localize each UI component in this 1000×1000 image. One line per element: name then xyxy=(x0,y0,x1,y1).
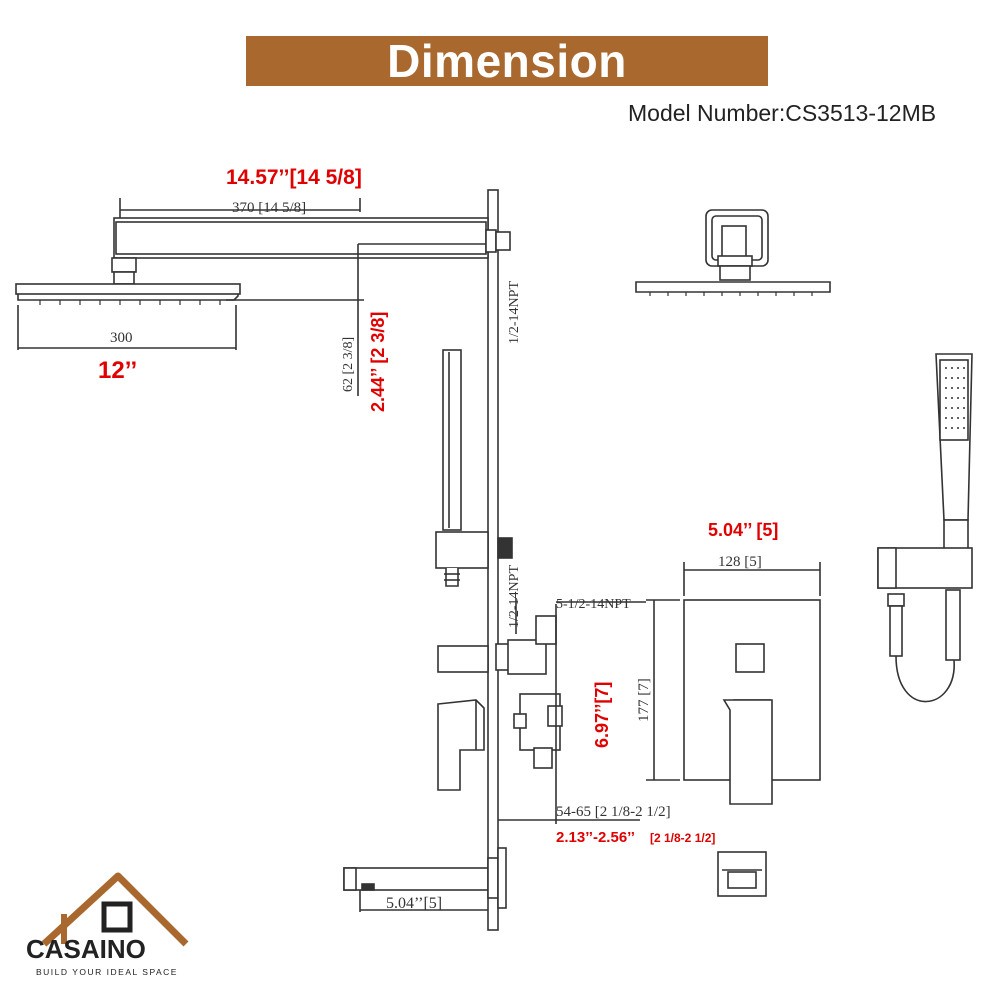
drop-mm: 62 [2 3/8] xyxy=(341,337,356,392)
valve-lower-thread: 1/2-14NPT xyxy=(507,565,522,628)
spout-length-inches: 5.04’’[5] xyxy=(386,895,442,912)
head-width-inches: 12’’ xyxy=(98,357,137,384)
shower-head-side-view xyxy=(15,198,511,396)
arm-inlet-thread: 1/2-14NPT xyxy=(507,281,522,344)
plate-width-inches: 5.04’’ [5] xyxy=(708,520,778,540)
handshower-side-view xyxy=(435,349,513,587)
arm-length-mm: 370 [14 5/8] xyxy=(232,200,306,216)
valve-outlet-thread: 5-1/2-14NPT xyxy=(556,597,631,612)
plate-height-mm: 177 [7] xyxy=(636,678,652,722)
handshower-nozzle-dots xyxy=(945,367,965,429)
wall-depth-fraction: [2 1/8-2 1/2] xyxy=(650,831,715,845)
title-banner: Dimension xyxy=(246,35,768,87)
wall-depth-mm: 54-65 [2 1/8-2 1/2] xyxy=(556,804,671,820)
arm-length-inches: 14.57’’[14 5/8] xyxy=(226,166,362,189)
valve-side-view xyxy=(437,598,646,824)
plate-height-inches: 6.97’’[7] xyxy=(592,682,612,748)
brand-tagline: BUILD YOUR IDEAL SPACE xyxy=(36,967,178,977)
brand-name: CASAINO xyxy=(26,934,146,964)
drop-inches: 2.44’’ [2 3/8] xyxy=(368,312,388,412)
wall-depth-inches: 2.13’’-2.56’’ xyxy=(556,829,635,846)
page-title: Dimension xyxy=(387,35,627,87)
handshower-front-view xyxy=(877,353,973,703)
brand-logo: CASAINO BUILD YOUR IDEAL SPACE xyxy=(26,872,189,977)
tub-spout-front-view xyxy=(717,851,767,897)
shower-head-front-view xyxy=(635,209,831,296)
trim-plate-front-view xyxy=(646,562,821,805)
wall xyxy=(487,189,499,931)
tub-spout-side-view xyxy=(343,847,507,912)
model-number: Model Number:CS3513-12MB xyxy=(628,100,937,126)
plate-width-mm: 128 [5] xyxy=(718,554,762,570)
head-width-mm: 300 xyxy=(110,330,133,346)
